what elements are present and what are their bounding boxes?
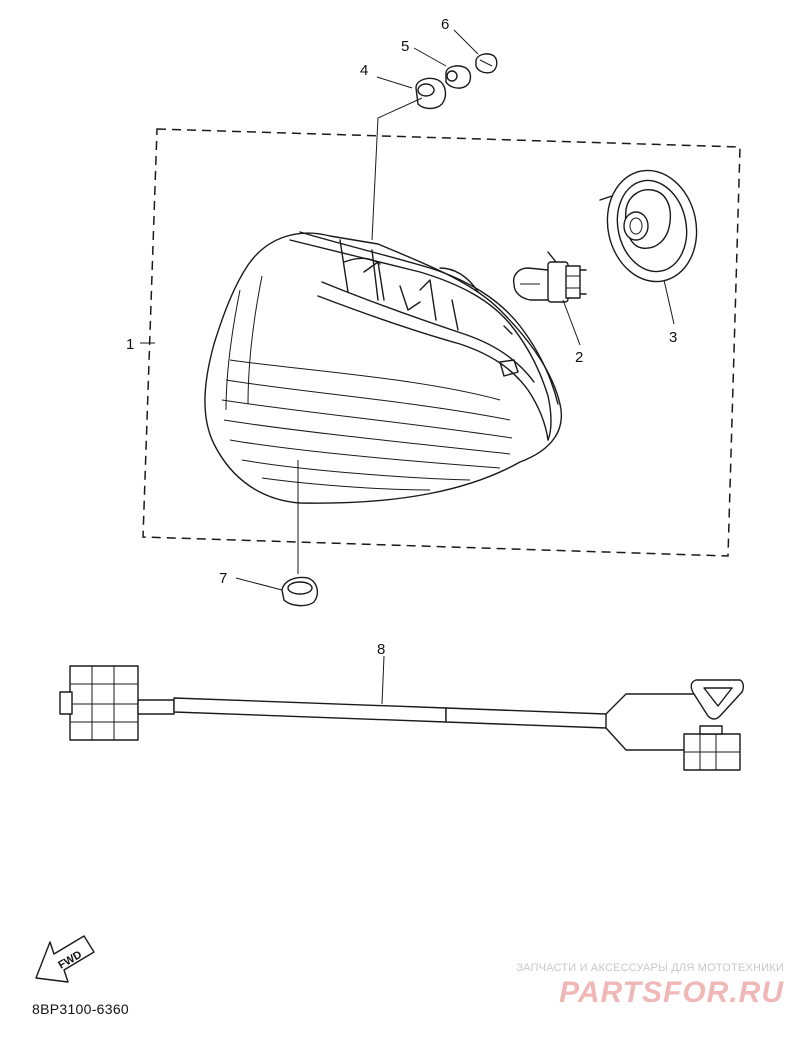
headlight-housing-part: [204, 231, 562, 504]
fwd-arrow-icon: FWD: [35, 935, 95, 983]
grommet-part: [415, 77, 447, 110]
callout-1: 1: [126, 336, 134, 353]
callout-2: 2: [575, 349, 583, 366]
bulb-part: [512, 251, 587, 303]
callout-4: 4: [360, 62, 368, 79]
wire-harness-part: [59, 665, 745, 771]
screw-part: [475, 53, 498, 74]
callout-5: 5: [401, 38, 409, 55]
watermark-brand: PARTSFOR.RU: [559, 976, 784, 1009]
diagram-code: 8BP3100-6360: [32, 1001, 130, 1017]
assembly-boundary: [142, 128, 741, 557]
watermark-subtitle: ЗАПЧАСТИ И АКСЕССУАРЫ ДЛЯ МОТОТЕХНИКИ: [516, 962, 784, 974]
callout-3: 3: [669, 329, 677, 346]
cap-part: [281, 576, 319, 607]
callout-7: 7: [219, 570, 227, 587]
callout-8: 8: [377, 641, 385, 658]
collar-part: [445, 65, 472, 89]
callout-6: 6: [441, 16, 449, 33]
bulb-cover-part: [599, 169, 698, 283]
